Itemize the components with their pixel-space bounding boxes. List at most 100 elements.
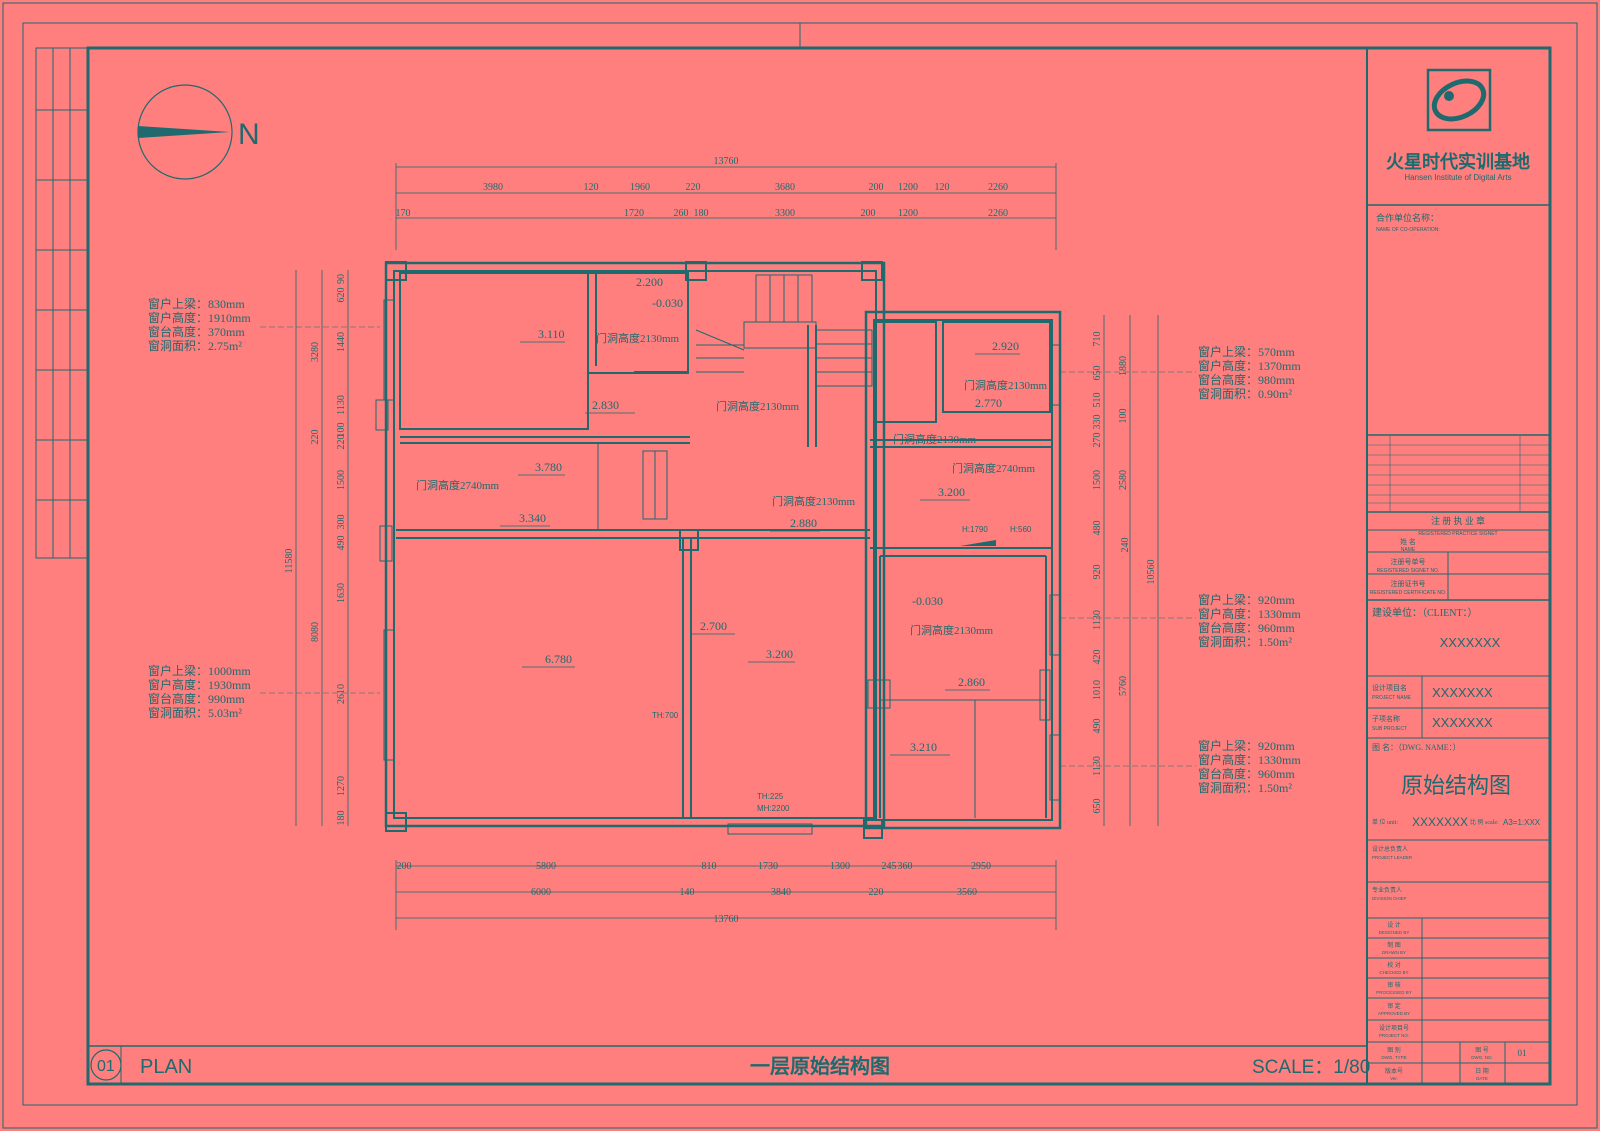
dim-top2-4: 180 (694, 208, 709, 219)
ratio-value: A3=1:XXX (1503, 818, 1541, 827)
window-note-line: 窗户高度：1910mm (148, 310, 251, 325)
company-logo (1426, 68, 1492, 132)
projno-label: 设计项目号 (1379, 1024, 1409, 1032)
dim-left-i11: 1630 (336, 583, 347, 603)
dim-bot-3: 810 (702, 861, 717, 872)
ratio-label: 比 例 scale: (1470, 818, 1499, 826)
dim-right-i4: 330 (1092, 415, 1103, 430)
dim-left-overall: 11580 (284, 549, 295, 574)
door-note: 门洞高度2130mm (964, 378, 1048, 392)
ver-label: 版本号 (1385, 1067, 1403, 1075)
dim-bot2-4: 220 (869, 887, 884, 898)
room-level: 2.860 (958, 675, 985, 689)
window-note-line: 窗户高度：1370mm (1198, 358, 1301, 373)
height-note: H:560 (1010, 525, 1032, 534)
approved-label: 审 定 (1387, 1002, 1401, 1010)
dim-left-2: 8080 (310, 622, 321, 642)
dim-top2-3: 260 (674, 208, 689, 219)
dim-right-i8: 240 (1120, 538, 1131, 553)
approved-label-en: APPROVED BY (1378, 1011, 1410, 1016)
window-note-line: 窗洞面积：2.75m² (148, 339, 242, 353)
dim-bot-overall: 13760 (714, 914, 739, 925)
window-notes-left-top: 窗户上梁：830mm 窗户高度：1910mm 窗台高度：370mm 窗洞面积：2… (148, 296, 251, 353)
drawn-label-en: DRAWN BY (1382, 950, 1406, 955)
dwgno-value: 01 (1518, 1048, 1527, 1058)
window-note-line: 窗台高度：980mm (1198, 372, 1295, 387)
height-note: TH:225 (757, 792, 784, 801)
dim-left-i5: 220 (310, 430, 321, 445)
cert-label-en: REGISTERED CERTIFICATE NO. (1370, 590, 1447, 596)
dwg-name-label: 图 名：（DWG. NAME：） (1372, 742, 1461, 752)
dimension-lines (295, 163, 1159, 930)
room-level: -0.030 (912, 594, 943, 608)
drawing-number: 01 (97, 1058, 115, 1075)
window-notes-right-mid: 窗户上梁：920mm 窗户高度：1330mm 窗台高度：960mm 窗洞面积：1… (1198, 592, 1301, 649)
window-note-line: 窗户高度：1930mm (148, 677, 251, 692)
staircase (642, 274, 873, 520)
dim-right-i10: 1130 (1092, 610, 1103, 630)
reg-label-en: REGISTERED SIGNET NO. (1377, 568, 1440, 574)
dim-right-i7: 480 (1092, 521, 1103, 536)
dim-bot2-2: 140 (680, 887, 695, 898)
room-level: 2.700 (700, 619, 727, 633)
height-note: H:1790 (962, 525, 988, 534)
room-level: 2.880 (790, 516, 817, 530)
window-note-line: 窗洞面积：1.50m² (1198, 635, 1292, 649)
reg-label: 注册号单号 (1391, 557, 1426, 566)
designed-label: 设 计 (1387, 921, 1401, 929)
dim-right-i15: 650 (1092, 799, 1103, 814)
dim-right-o2: 100 (1118, 409, 1129, 424)
processed-label: 审 核 (1387, 981, 1401, 989)
dim-top-8: 120 (935, 182, 950, 193)
coop-label-en: NAME OF CO-OPERATION: (1376, 227, 1440, 233)
dim-bot2-5: 3560 (957, 887, 977, 898)
dim-bot-2: 5800 (536, 861, 556, 872)
window-note-line: 窗户上梁：920mm (1198, 738, 1295, 753)
plan-label: PLAN (140, 1056, 192, 1078)
processed-label-en: PROCESSED BY (1376, 990, 1412, 995)
dim-right-i11: 420 (1092, 650, 1103, 665)
window-note-line: 窗台高度：990mm (148, 691, 245, 706)
dim-right-i3: 510 (1092, 393, 1103, 408)
designed-label-en: DESIGNED BY (1379, 930, 1410, 935)
name-label-en: NAME (1401, 547, 1416, 553)
drawing-scale: SCALE：1/80 (1252, 1057, 1370, 1078)
dim-bot-5: 1300 (830, 861, 850, 872)
date-label: 日 期 (1475, 1067, 1489, 1075)
client-value: XXXXXXX (1440, 635, 1501, 650)
room-level: 2.200 (636, 275, 663, 289)
window-note-line: 窗户上梁：920mm (1198, 592, 1295, 607)
dim-top2-6: 200 (861, 208, 876, 219)
name-label: 姓 名 (1400, 537, 1416, 546)
window-note-line: 窗户高度：1330mm (1198, 606, 1301, 621)
dim-right-i2: 650 (1092, 366, 1103, 381)
dim-top2-1: 170 (396, 208, 411, 219)
dim-bot-4: 1730 (758, 861, 778, 872)
drawing-title: 一层原始结构图 (750, 1054, 890, 1078)
door-note: 门洞高度2130mm (716, 399, 800, 413)
dim-left-i1: 90 (336, 274, 347, 284)
room-level: 2.920 (992, 339, 1019, 353)
dim-right-i12: 1010 (1092, 680, 1103, 700)
dwgno-label: 图 号 (1475, 1047, 1489, 1054)
dim-top2-5: 3300 (775, 208, 795, 219)
room-level: 6.780 (545, 652, 572, 666)
dim-left-i7: 220 (336, 435, 347, 450)
height-note: TH:700 (652, 711, 679, 720)
north-compass: N (137, 84, 260, 180)
height-note: MH:2200 (757, 804, 790, 813)
dim-right-o3: 2580 (1118, 470, 1129, 490)
dim-bot2-1: 6000 (531, 887, 551, 898)
dim-top2-7: 1200 (898, 208, 918, 219)
window-notes-right-top: 窗户上梁：570mm 窗户高度：1370mm 窗台高度：980mm 窗洞面积：0… (1198, 344, 1301, 401)
dim-top2-8: 2260 (988, 208, 1008, 219)
door-note: 门洞高度2740mm (416, 478, 500, 492)
dim-right-i6: 1500 (1092, 470, 1103, 490)
dim-right-i1: 710 (1092, 332, 1103, 347)
drawn-label: 制 图 (1387, 941, 1401, 949)
room-level: 3.110 (538, 327, 565, 341)
room-level: 3.200 (766, 647, 793, 661)
floor-plan (375, 261, 1062, 839)
dim-top-overall: 13760 (714, 156, 739, 167)
